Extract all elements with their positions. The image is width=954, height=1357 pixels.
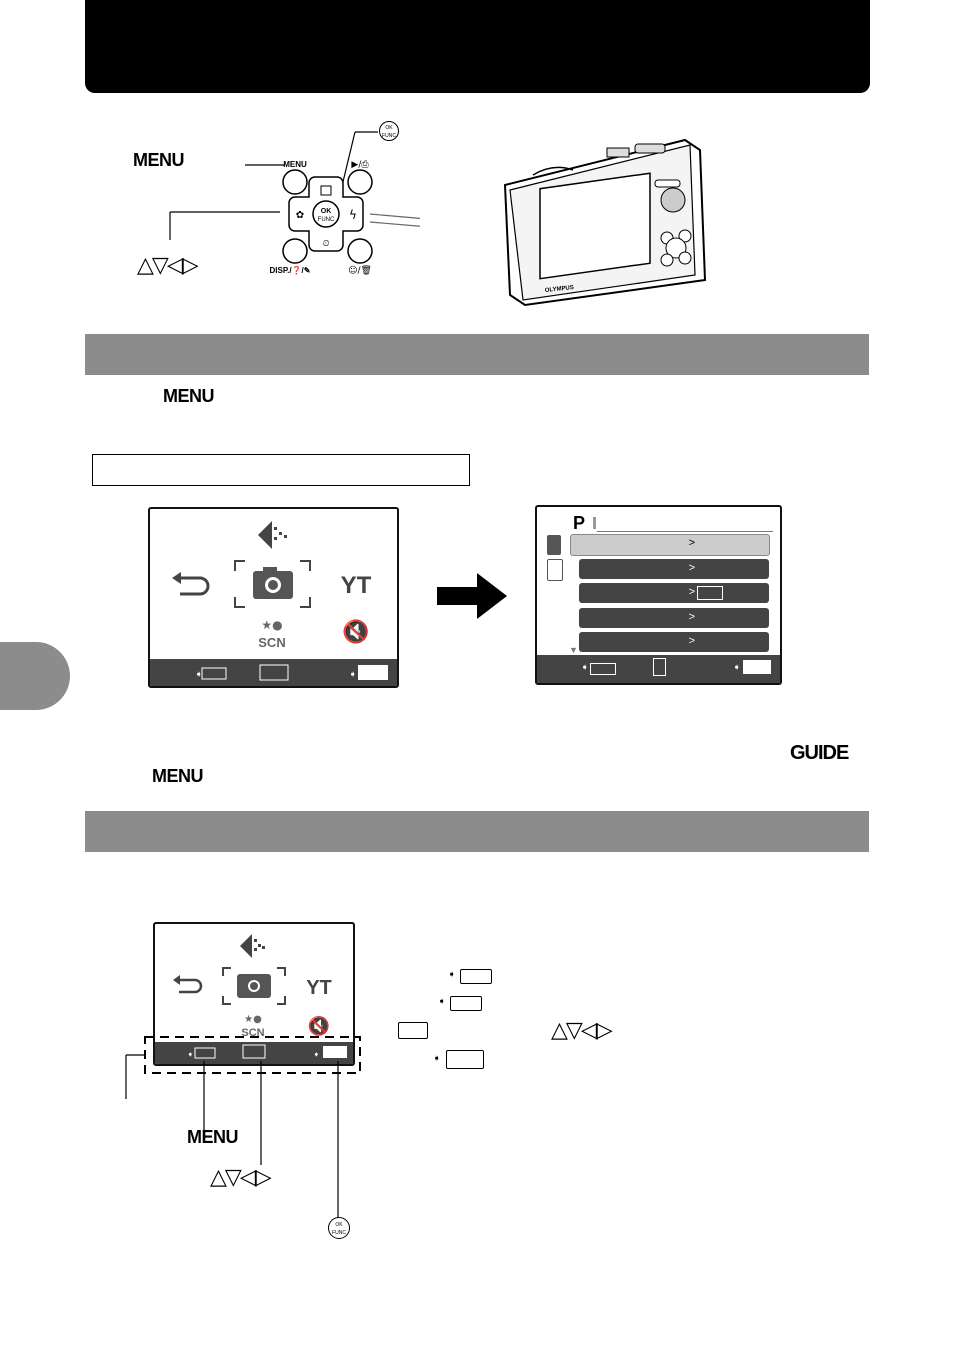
svg-text:⏲: ⏲	[322, 239, 329, 249]
menu-row-4[interactable]: >	[579, 608, 769, 628]
svg-text:☺/🗑: ☺/🗑	[348, 265, 372, 276]
legend-menu-arrow: ➧	[448, 969, 456, 979]
svg-text:➧: ➧	[187, 1050, 194, 1059]
section-header-1	[85, 334, 869, 375]
menu-callout-label: MENU	[133, 150, 185, 170]
camera-illustration: OLYMPUS	[503, 138, 707, 307]
scroll-down-icon: ▼	[569, 645, 578, 655]
arrow-right-icon	[437, 573, 507, 619]
legend-back-arrow: ➧	[438, 996, 446, 1006]
guide-label: GUIDE	[790, 742, 849, 764]
svg-text:YT: YT	[306, 977, 332, 999]
svg-text:SCN: SCN	[258, 635, 285, 650]
svg-text:➧: ➧	[195, 670, 203, 680]
svg-text:FUNC: FUNC	[318, 217, 335, 223]
caption-box	[92, 454, 470, 486]
screen-footer: ➧ ➧	[537, 655, 780, 683]
svg-text:MENU: MENU	[283, 160, 307, 169]
menu-note-label: MENU	[152, 766, 204, 786]
svg-text:DISP./❓/✎: DISP./❓/✎	[270, 265, 311, 275]
legend-arrowpad-box	[398, 1022, 428, 1039]
camera-menu-screen: P > > > > > ▼ ➧ ➧	[535, 505, 782, 685]
title-bar	[85, 0, 870, 93]
svg-text:➧: ➧	[349, 670, 357, 680]
menu-row-3[interactable]: >	[579, 583, 769, 603]
tab-other[interactable]	[547, 559, 563, 581]
menu-row-5[interactable]: >	[579, 632, 769, 652]
svg-text:✿: ✿	[296, 210, 304, 221]
operation-guide-screen: YT ★● SCN 🔇 ➧ ➧	[153, 922, 355, 1066]
menu-row-1[interactable]: >	[570, 534, 770, 556]
button-diagram: OK FUNC ✿ ϟ ⏲ MENU ▶/⎙ DISP./❓/✎ ☺/🗑	[169, 131, 420, 276]
legend-menu-box	[460, 969, 492, 984]
legend-ok-arrow: ➧	[433, 1053, 441, 1063]
svg-text:★●: ★●	[261, 618, 282, 632]
menu-row-2[interactable]: >	[579, 559, 769, 579]
p-mode-label: P	[573, 513, 586, 533]
tab-camera[interactable]	[547, 535, 561, 555]
svg-text:YT: YT	[341, 572, 372, 599]
svg-text:🔇: 🔇	[342, 619, 369, 645]
svg-text:ϟ: ϟ	[349, 208, 357, 222]
svg-text:★●: ★●	[244, 1014, 262, 1025]
section-header-2	[85, 811, 869, 852]
arrow-keys-right: △▽◁▷	[551, 1017, 613, 1042]
menu-step-label: MENU	[163, 386, 215, 406]
callout-lines	[125, 1036, 361, 1219]
arrow-keys-label: △▽◁▷	[137, 252, 199, 277]
svg-text:OK: OK	[321, 208, 332, 215]
svg-text:▶/⎙: ▶/⎙	[351, 160, 369, 170]
svg-text:🔇: 🔇	[308, 1015, 330, 1037]
svg-text:➧: ➧	[313, 1050, 320, 1059]
menu-callout-bottom: MENU	[187, 1127, 239, 1147]
legend-back-box	[450, 996, 482, 1011]
arrow-keys-bottom: △▽◁▷	[210, 1164, 272, 1189]
top-menu-screen: YT ★● SCN 🔇 ➧ ➧	[148, 507, 399, 688]
svg-text:OLYMPUS: OLYMPUS	[545, 285, 575, 294]
legend-ok-box	[446, 1050, 484, 1069]
chapter-tab	[0, 642, 70, 710]
